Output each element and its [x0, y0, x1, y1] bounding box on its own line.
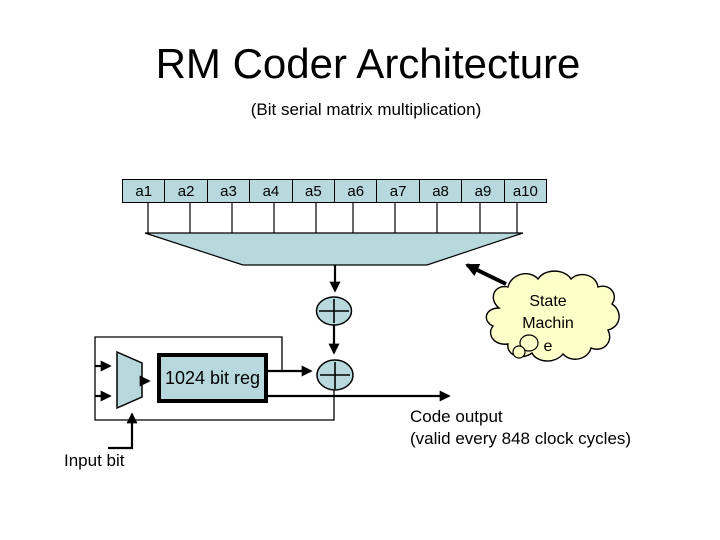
register-cell: a9 — [461, 180, 503, 202]
register-cell: a2 — [164, 180, 206, 202]
slide-title: RM Coder Architecture — [155, 40, 581, 87]
state-machine-label-line1: State — [529, 293, 567, 310]
feedback-loop-wire — [94, 336, 335, 421]
xor-adder-2 — [316, 359, 354, 391]
register-cell: a3 — [206, 180, 249, 202]
register-tap-lines — [147, 203, 518, 233]
input-bit-label: Input bit — [64, 451, 125, 470]
code-output-label: Code output — [410, 407, 503, 426]
cloud-shape — [485, 270, 620, 362]
xor-adder-1 — [315, 296, 353, 326]
bit-register-label: 1024 bit reg — [164, 367, 261, 388]
code-output-block: Code output (valid every 848 clock cycle… — [410, 406, 631, 450]
code-output-note: (valid every 848 clock cycles) — [410, 429, 632, 448]
state-machine-label-line2: Machin — [522, 315, 574, 332]
input-mux-trapezoid — [116, 350, 143, 410]
slide-subtitle: (Bit serial matrix multiplication) — [250, 100, 482, 119]
coefficient-register-row: a1 a2 a3 a4 a5 a6 a7 a8 a9 a10 — [122, 179, 547, 203]
register-cell: a5 — [291, 180, 334, 202]
state-machine-cloud — [485, 270, 620, 362]
register-cell: a7 — [376, 180, 418, 202]
bit-register-box: 1024 bit reg — [157, 353, 268, 403]
register-cell: a4 — [249, 180, 291, 202]
cloud-tail-bubble — [512, 345, 526, 359]
register-cell: a1 — [135, 182, 153, 200]
register-cell: a10 — [503, 180, 546, 202]
register-cell: a8 — [418, 180, 461, 202]
arrow-input-bit-to-mux — [108, 412, 138, 450]
combiner-trapezoid — [144, 232, 524, 266]
register-cell: a6 — [334, 180, 376, 202]
state-machine-label-line3: e — [543, 338, 553, 355]
cloud-tail-bubble — [519, 334, 539, 352]
arrow-state-machine-to-combiner — [465, 263, 507, 286]
